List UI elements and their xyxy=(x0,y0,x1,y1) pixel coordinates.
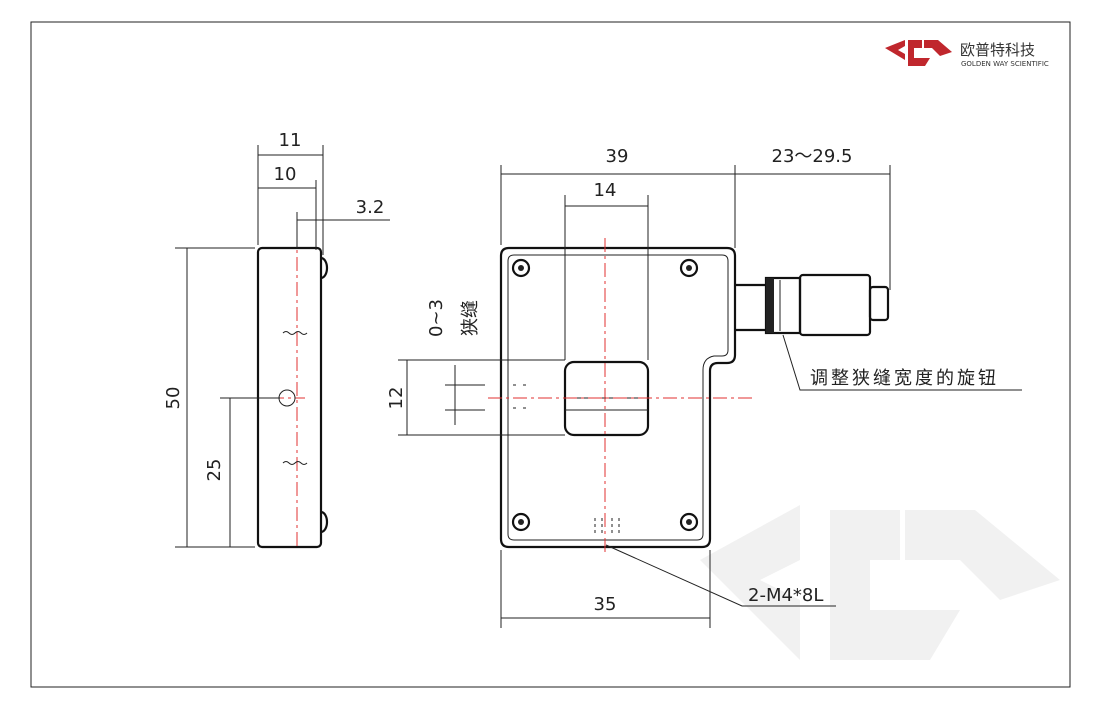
watermark-logo xyxy=(700,505,1060,660)
dim-39: 39 xyxy=(606,146,629,167)
side-view: 11 10 3.2 50 25 xyxy=(163,130,390,550)
slit-label: 狭缝 xyxy=(460,300,481,336)
screws xyxy=(511,258,699,532)
dim-25: 25 xyxy=(204,459,225,482)
dim-14: 14 xyxy=(594,180,617,201)
knob-callout: 调整狭缝宽度的旋钮 xyxy=(810,368,999,389)
dim-12: 12 xyxy=(386,387,407,410)
dim-knob-travel: 23～29.5 xyxy=(772,146,853,167)
dim-35: 35 xyxy=(594,594,617,615)
logo-name-en: GOLDEN WAY SCIENTIFIC xyxy=(961,60,1049,68)
dim-10: 10 xyxy=(274,164,297,185)
logo-mark-icon xyxy=(885,40,952,66)
dim-slit-range: 0~3 xyxy=(426,299,447,337)
dim-50: 50 xyxy=(163,387,184,410)
drawing-frame xyxy=(30,21,1071,688)
mount-callout: 2-M4*8L xyxy=(748,585,823,606)
front-view: 39 23～29.5 14 12 0~3 狭缝 35 调整狭缝宽度的旋钮 2-M… xyxy=(386,146,1022,628)
dim-3-2: 3.2 xyxy=(356,197,385,218)
logo-name-cn: 欧普特科技 xyxy=(960,41,1035,59)
adjustment-knob xyxy=(735,273,890,337)
dim-11: 11 xyxy=(279,130,302,151)
company-logo: 欧普特科技 GOLDEN WAY SCIENTIFIC xyxy=(885,40,1049,68)
